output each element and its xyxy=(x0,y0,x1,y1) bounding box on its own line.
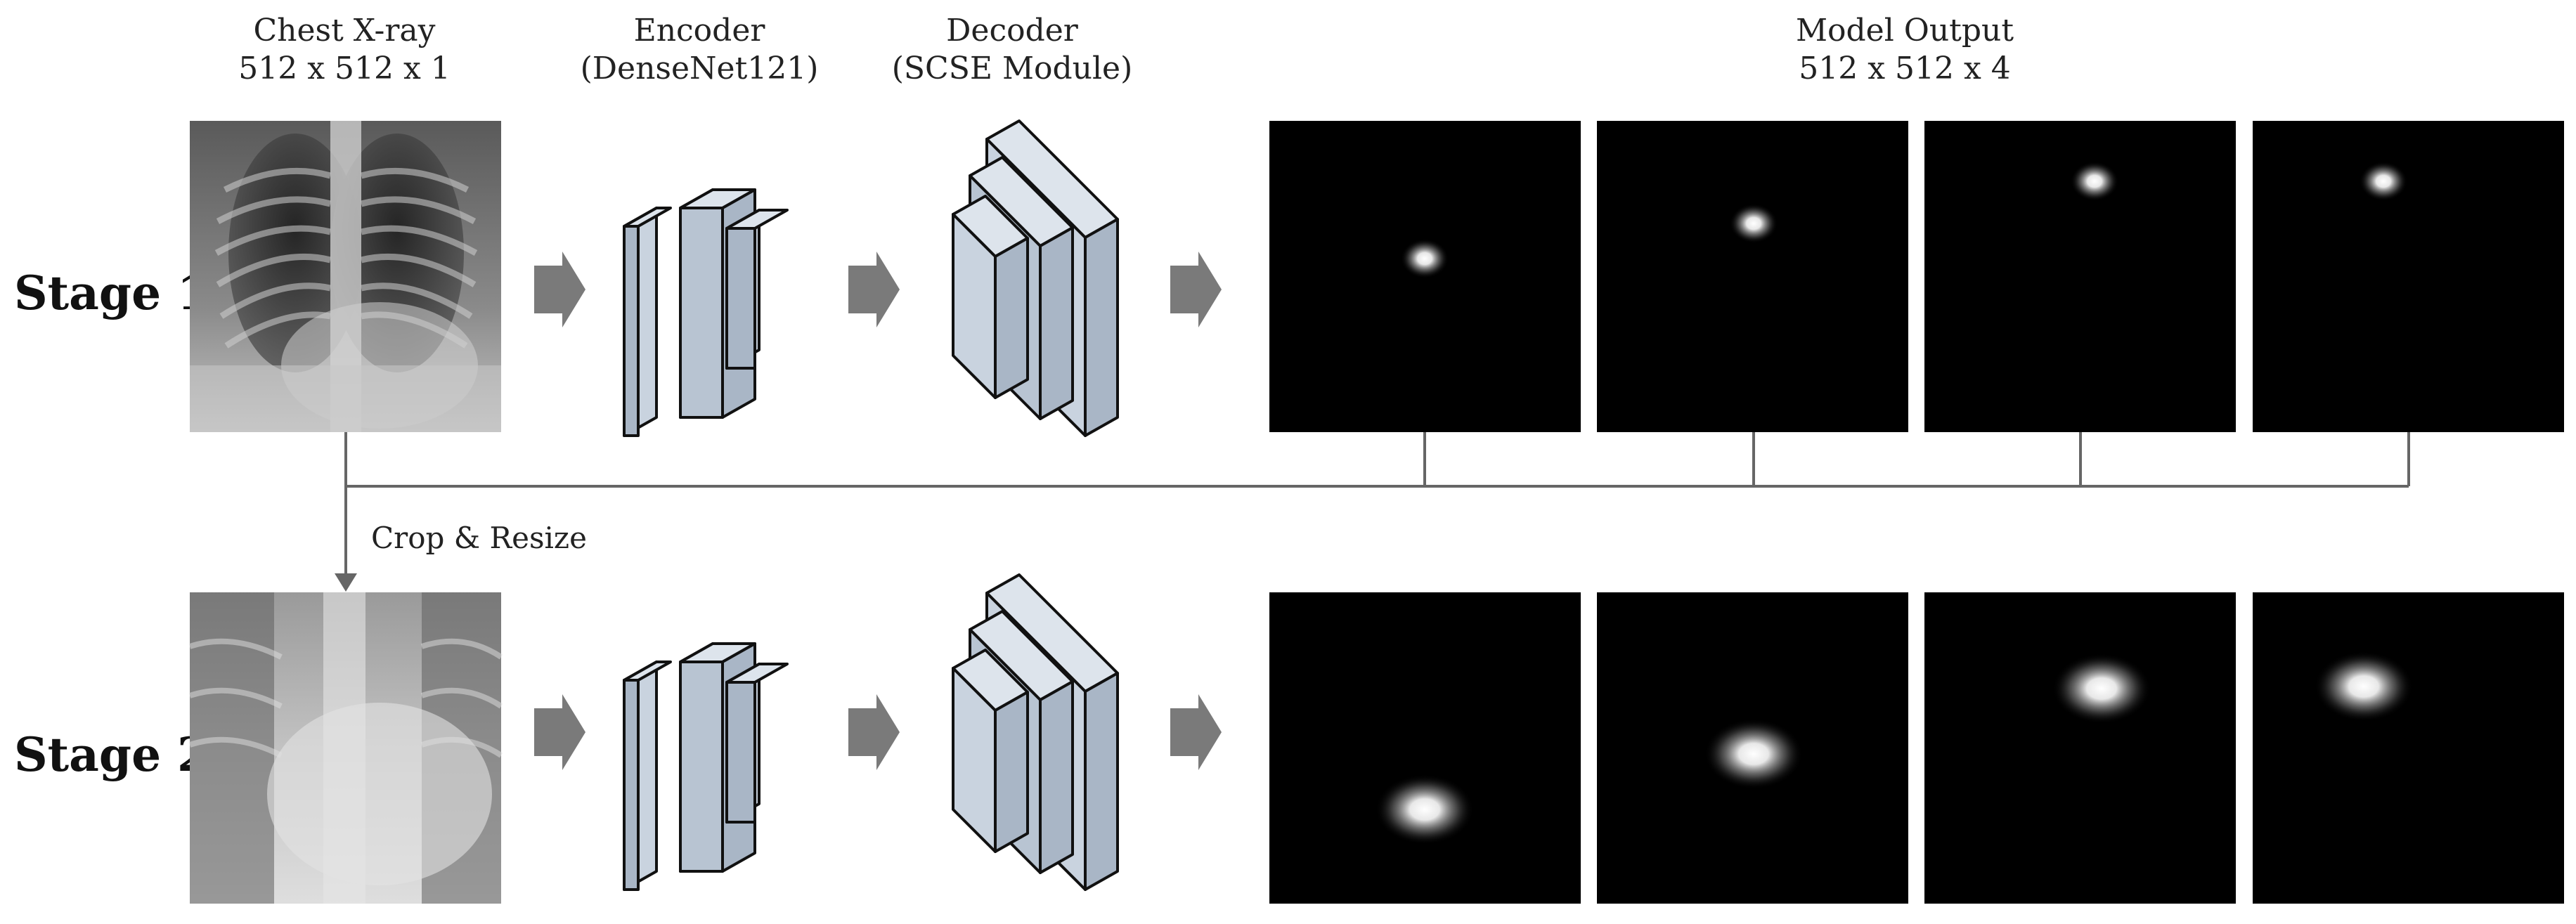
decoder-title: Decoder xyxy=(946,13,1079,48)
stage-1-chest-xray xyxy=(190,121,501,432)
decoder-block-stage-2 xyxy=(952,573,1119,891)
stage-2-label: Stage 2 xyxy=(14,727,209,782)
stage-2-output-heatmaps xyxy=(1269,592,2564,904)
stage-2-heatmap-1 xyxy=(1269,592,1581,904)
arrow-decoder-to-output-stage-1 xyxy=(1170,252,1222,327)
stage-1-heatmap-4 xyxy=(2253,121,2564,432)
stage-2-cropped-xray xyxy=(188,592,503,904)
stage-1-heatmap-1 xyxy=(1269,121,1581,432)
stage-1-heatmap-2 xyxy=(1597,121,1908,432)
stage-2-heatmap-3 xyxy=(1924,592,2236,904)
arrow-encoder-to-decoder-stage-2 xyxy=(848,694,900,770)
input-title: Chest X-ray xyxy=(253,13,435,48)
stage-1-heatmap-3 xyxy=(1924,121,2236,432)
arrow-input-to-encoder-stage-2 xyxy=(534,694,585,770)
decoder-subtitle: (SCSE Module) xyxy=(892,51,1133,86)
stage-2-heatmap-2 xyxy=(1597,592,1908,904)
crop-feedback-connector xyxy=(344,432,2410,576)
decoder-block-stage-1 xyxy=(952,119,1119,437)
crop-arrow-head xyxy=(335,573,357,592)
arrow-decoder-to-output-stage-2 xyxy=(1170,694,1222,770)
stage-1-label: Stage 1 xyxy=(14,266,209,320)
crop-resize-label: Crop & Resize xyxy=(371,521,587,555)
output-dims: 512 x 512 x 4 xyxy=(1799,51,2011,86)
encoder-subtitle: (DenseNet121) xyxy=(581,51,819,86)
arrow-input-to-encoder-stage-1 xyxy=(534,252,585,327)
stage-2-heatmap-4 xyxy=(2253,592,2564,904)
arrow-encoder-to-decoder-stage-1 xyxy=(848,252,900,327)
output-title: Model Output xyxy=(1796,13,2014,48)
stage-1-output-heatmaps xyxy=(1269,121,2564,432)
input-dims: 512 x 512 x 1 xyxy=(238,51,451,86)
encoder-block-stage-1 xyxy=(623,188,789,437)
encoder-title: Encoder xyxy=(634,13,766,48)
encoder-block-stage-2 xyxy=(623,642,789,891)
